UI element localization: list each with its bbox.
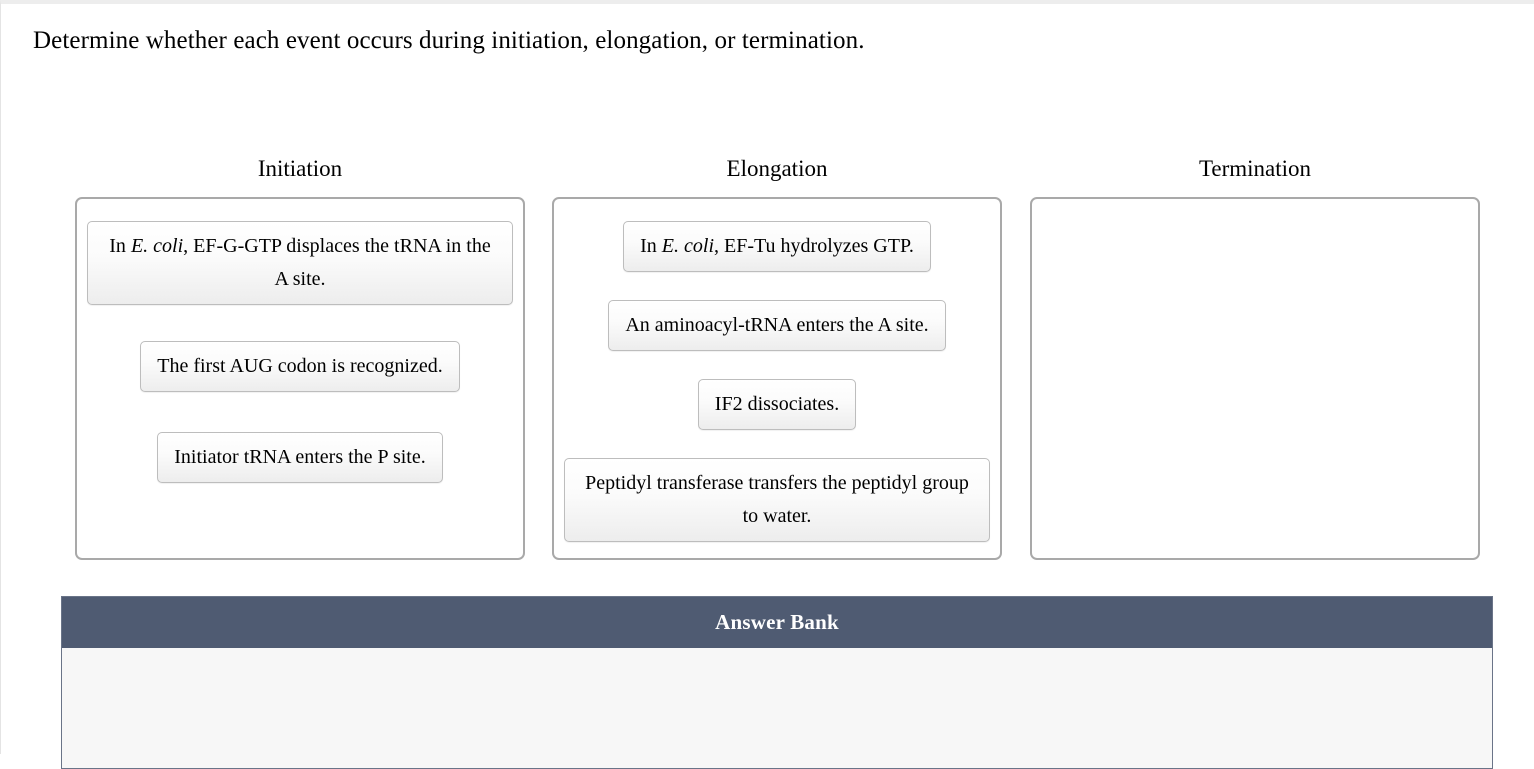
tile-ef-tu-hydrolyzes-gtp[interactable]: In E. coli, EF-Tu hydrolyzes GTP. bbox=[623, 221, 931, 272]
category-column-elongation: Elongation In E. coli, EF-Tu hydrolyzes … bbox=[552, 154, 1002, 560]
category-title-initiation: Initiation bbox=[257, 156, 343, 181]
tile-initiator-trna-enters-p-site[interactable]: Initiator tRNA enters the P site. bbox=[157, 432, 443, 483]
answer-bank-title: Answer Bank bbox=[62, 597, 1492, 648]
category-title-elongation: Elongation bbox=[726, 156, 828, 181]
tile-ef-g-gtp-displaces-trna[interactable]: In E. coli, EF-G-GTP displaces the tRNA … bbox=[87, 221, 513, 305]
dropzone-elongation[interactable]: In E. coli, EF-Tu hydrolyzes GTP. An ami… bbox=[552, 197, 1002, 560]
tile-if2-dissociates[interactable]: IF2 dissociates. bbox=[697, 379, 857, 430]
category-column-initiation: Initiation In E. coli, EF-G-GTP displace… bbox=[75, 154, 525, 560]
tile-aminoacyl-trna-enters-a-site[interactable]: An aminoacyl-tRNA enters the A site. bbox=[608, 300, 946, 351]
question-prompt: Determine whether each event occurs duri… bbox=[33, 27, 865, 54]
category-column-termination: Termination bbox=[1030, 154, 1480, 560]
tile-first-aug-codon-recognized[interactable]: The first AUG codon is recognized. bbox=[140, 341, 460, 392]
answer-bank-body[interactable] bbox=[62, 648, 1492, 768]
answer-bank: Answer Bank bbox=[61, 596, 1493, 769]
category-title-termination: Termination bbox=[1198, 156, 1312, 181]
dropzone-initiation[interactable]: In E. coli, EF-G-GTP displaces the tRNA … bbox=[75, 197, 525, 560]
tile-peptidyl-transferase-transfers-to-water[interactable]: Peptidyl transferase transfers the pepti… bbox=[564, 458, 990, 542]
dropzone-termination[interactable] bbox=[1030, 197, 1480, 560]
